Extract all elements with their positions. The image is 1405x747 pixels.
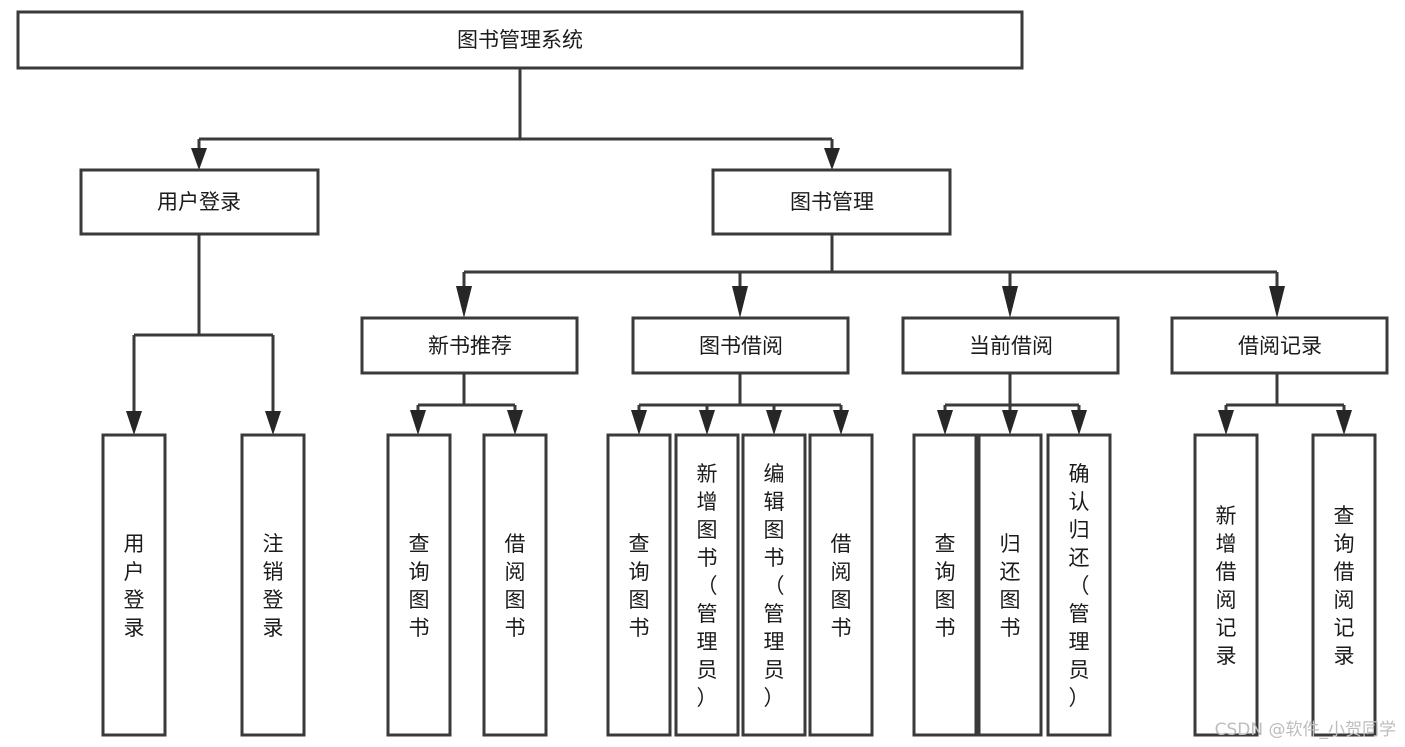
- node-new-book-recommend[interactable]: 新书推荐: [360, 316, 579, 375]
- leaf-confirm-return-box[interactable]: [1046, 433, 1112, 737]
- arrow-head-leaf-confirm-return: [1071, 410, 1087, 435]
- node-current-borrow[interactable]: 当前借阅: [901, 316, 1120, 375]
- leaf-edit-book-box[interactable]: [741, 433, 807, 737]
- leaf-confirm-return-label: 确认归还（管理员）: [1069, 462, 1090, 710]
- node-user-login[interactable]: 用户登录: [79, 168, 320, 236]
- root-box[interactable]: [16, 10, 1024, 70]
- current-borrow-box[interactable]: [901, 316, 1120, 375]
- arrow-head-current-borrow: [1002, 286, 1018, 318]
- arrow-head-leaf-query-book-1: [410, 410, 426, 435]
- borrow-record-box[interactable]: [1170, 316, 1389, 375]
- arrow-head-leaf-query-book-3: [937, 410, 953, 435]
- user-login-label: 用户登录: [157, 190, 241, 214]
- new-book-recommend-label: 新书推荐: [428, 334, 512, 358]
- user-login-box[interactable]: [79, 168, 320, 236]
- arrow-head-leaf-user-login: [126, 411, 142, 435]
- leaf-user-login-label: 用户登录: [124, 532, 145, 640]
- leaf-return-book-label: 归还图书: [1000, 532, 1021, 640]
- node-root[interactable]: 图书管理系统: [16, 10, 1024, 70]
- leaf-borrow-book-1-box[interactable]: [482, 433, 548, 737]
- node-leaf-user-login[interactable]: 用户登录: [101, 433, 167, 737]
- node-borrow-record[interactable]: 借阅记录: [1170, 316, 1389, 375]
- node-leaf-borrow-book-2[interactable]: 借阅图书: [808, 433, 874, 737]
- leaf-borrow-book-2-label: 借阅图书: [831, 532, 852, 640]
- node-leaf-add-book[interactable]: 新增图书（管理员）: [674, 433, 740, 737]
- node-leaf-return-book[interactable]: 归还图书: [977, 433, 1043, 737]
- book-manage-box[interactable]: [711, 168, 952, 236]
- arrow-head-book-manage: [824, 148, 840, 170]
- borrow-record-label: 借阅记录: [1238, 334, 1322, 358]
- new-book-recommend-box[interactable]: [360, 316, 579, 375]
- node-leaf-add-record[interactable]: 新增借阅记录: [1193, 433, 1259, 737]
- root-label: 图书管理系统: [457, 28, 583, 52]
- node-leaf-query-record[interactable]: 查询借阅记录: [1311, 433, 1377, 737]
- arrow-head-user-login: [191, 148, 207, 170]
- arrow-head-book-borrow: [732, 286, 748, 318]
- arrow-head-leaf-query-record: [1336, 410, 1352, 435]
- node-leaf-query-book-1[interactable]: 查询图书: [386, 433, 452, 737]
- node-book-borrow[interactable]: 图书借阅: [631, 316, 850, 375]
- leaf-edit-book-label: 编辑图书（管理员）: [764, 462, 785, 710]
- arrow-head-leaf-add-book: [699, 410, 715, 435]
- arrow-head-new-book-recommend: [456, 286, 472, 318]
- book-manage-label: 图书管理: [790, 190, 874, 214]
- node-leaf-query-book-3[interactable]: 查询图书: [912, 433, 978, 737]
- arrow-head-leaf-borrow-book-2: [833, 410, 849, 435]
- current-borrow-label: 当前借阅: [969, 334, 1053, 358]
- node-leaf-borrow-book-1[interactable]: 借阅图书: [482, 433, 548, 737]
- leaf-add-record-box[interactable]: [1193, 433, 1259, 737]
- node-leaf-confirm-return[interactable]: 确认归还（管理员）: [1046, 433, 1112, 737]
- book-borrow-label: 图书借阅: [699, 334, 783, 358]
- leaf-borrow-book-1-label: 借阅图书: [505, 532, 526, 640]
- leaf-query-book-1-label: 查询图书: [409, 532, 430, 640]
- leaf-query-book-1-box[interactable]: [386, 433, 452, 737]
- leaf-logout-login-box[interactable]: [240, 433, 306, 737]
- leaf-query-record-box[interactable]: [1311, 433, 1377, 737]
- arrow-head-leaf-add-record: [1218, 410, 1234, 435]
- arrow-head-leaf-edit-book: [766, 410, 782, 435]
- node-leaf-logout-login[interactable]: 注销登录: [240, 433, 306, 737]
- csdn-watermark: CSDN @软件_小贺同学: [1215, 720, 1396, 740]
- leaf-add-book-label: 新增图书（管理员）: [697, 462, 718, 710]
- connector-layer: [126, 68, 1352, 435]
- arrow-head-leaf-logout-login: [265, 411, 281, 435]
- leaf-borrow-book-2-box[interactable]: [808, 433, 874, 737]
- node-leaf-edit-book[interactable]: 编辑图书（管理员）: [741, 433, 807, 737]
- node-leaf-query-book-2[interactable]: 查询图书: [606, 433, 672, 737]
- arrow-head-leaf-return-book: [1002, 410, 1018, 435]
- arrow-head-leaf-borrow-book-1: [507, 410, 523, 435]
- leaf-query-record-label: 查询借阅记录: [1334, 504, 1355, 668]
- leaf-logout-login-label: 注销登录: [263, 532, 284, 640]
- arrow-head-borrow-record: [1269, 286, 1285, 318]
- leaf-query-book-3-label: 查询图书: [935, 532, 956, 640]
- leaf-add-record-label: 新增借阅记录: [1216, 504, 1237, 668]
- leaf-query-book-2-box[interactable]: [606, 433, 672, 737]
- leaf-return-book-box[interactable]: [977, 433, 1043, 737]
- leaf-query-book-2-label: 查询图书: [629, 532, 650, 640]
- book-borrow-box[interactable]: [631, 316, 850, 375]
- node-book-manage[interactable]: 图书管理: [711, 168, 952, 236]
- leaf-user-login-box[interactable]: [101, 433, 167, 737]
- leaf-add-book-box[interactable]: [674, 433, 740, 737]
- arrow-head-leaf-query-book-2: [631, 410, 647, 435]
- leaf-query-book-3-box[interactable]: [912, 433, 978, 737]
